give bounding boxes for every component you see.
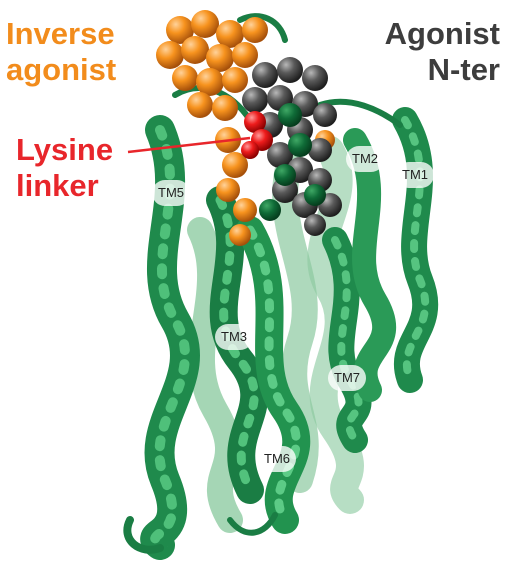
agonist-nter-line-2: N-ter: [427, 52, 500, 87]
agonist-nter-line-1: Agonist: [384, 16, 500, 51]
linker-pointer-line: [127, 136, 251, 154]
lysine-linker-line-2: linker: [16, 168, 99, 203]
helix-label-tm7: TM7: [328, 365, 366, 391]
inverse-agonist-label: Inverse agonist: [6, 16, 116, 88]
lysine-linker-line-1: Lysine: [16, 132, 114, 167]
helix-label-tm1: TM1: [396, 162, 434, 188]
agonist-nter-label: Agonist N-ter: [385, 16, 500, 88]
helix-label-tm3: TM3: [215, 324, 253, 350]
inverse-agonist-spheres: [156, 10, 335, 246]
helix-label-tm2: TM2: [346, 146, 384, 172]
lysine-linker-spheres: [241, 111, 273, 159]
lysine-linker-label: Lysine linker: [16, 132, 113, 204]
helix-label-tm5: TM5: [152, 180, 190, 206]
receptor-pocket-spheres: [259, 103, 326, 221]
inverse-agonist-line-2: agonist: [6, 52, 117, 87]
helix-label-tm6: TM6: [258, 446, 296, 472]
inverse-agonist-line-1: Inverse: [6, 16, 115, 51]
